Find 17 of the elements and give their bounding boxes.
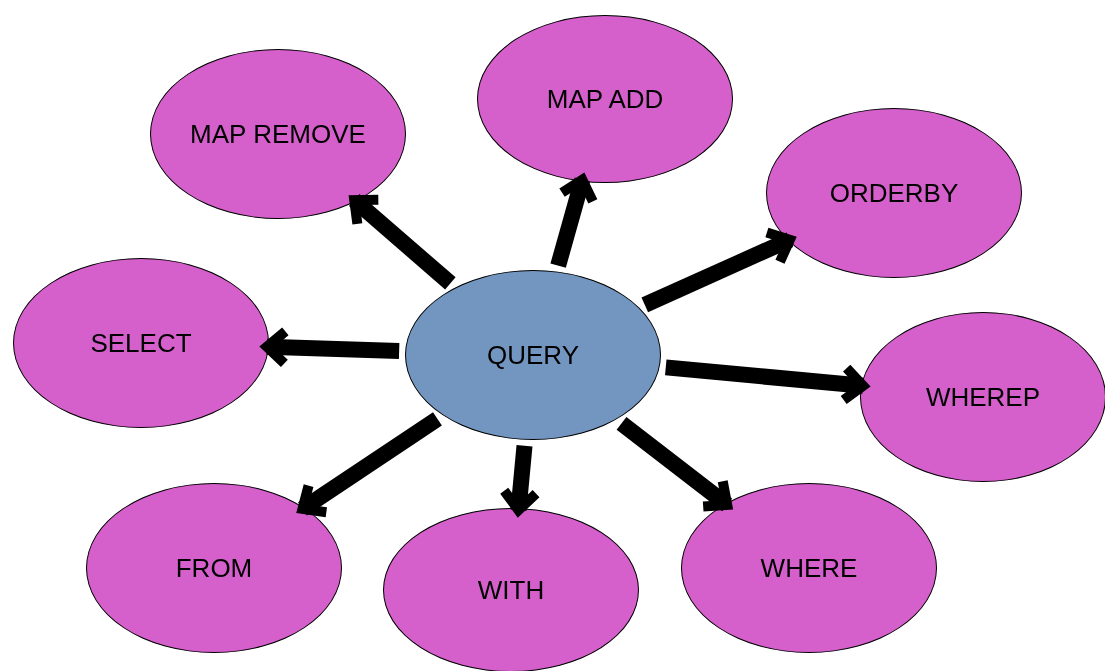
arrow — [297, 412, 442, 518]
arrow — [665, 359, 869, 406]
node-label: SELECT — [90, 327, 192, 359]
arrow — [616, 417, 733, 512]
node-label: FROM — [175, 552, 253, 584]
arrow — [261, 326, 400, 369]
arrow — [641, 227, 795, 313]
node-label: ORDERBY — [829, 177, 959, 209]
node-label: MAP REMOVE — [190, 118, 366, 150]
arrow — [499, 445, 542, 516]
node-label: WHERE — [760, 552, 858, 584]
node-label: QUERY — [487, 339, 579, 371]
node-label: WHEREP — [925, 381, 1041, 413]
arrow — [349, 194, 456, 290]
node-label: WITH — [477, 574, 545, 606]
node-label: MAP ADD — [546, 83, 664, 115]
arrow — [550, 174, 598, 268]
